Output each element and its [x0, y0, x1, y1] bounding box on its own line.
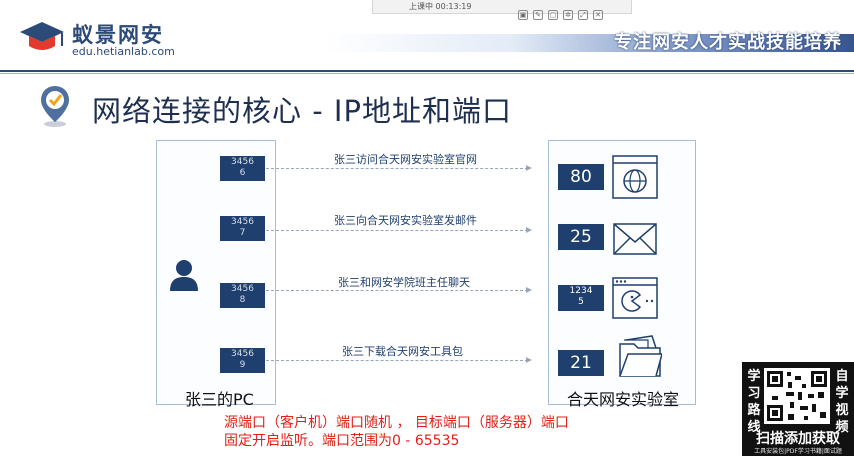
source-port-line2: 9 — [239, 360, 246, 370]
connection-message: 张三和网安学院班主任聊天 — [338, 276, 470, 289]
source-port-badge: 3456 7 — [220, 216, 265, 241]
header-divider — [0, 70, 854, 72]
gear-icon[interactable]: ✲ — [563, 10, 573, 20]
source-port-badge: 3456 9 — [220, 348, 265, 373]
graduation-cap-logo-icon — [20, 22, 64, 50]
dest-port-line1: 1234 — [569, 286, 593, 296]
source-port-line1: 3456 — [231, 349, 254, 359]
source-port-line2: 8 — [239, 295, 246, 305]
dest-port-line2: 5 — [578, 297, 584, 307]
source-port-line1: 3456 — [231, 217, 254, 227]
qr-promo-panel[interactable]: 学习路线 自学视频 扫描添加获取 工具安装包|PDF学习书籍|面试题 — [742, 362, 854, 456]
brand-name: 蚁景网安 — [72, 23, 164, 47]
qr-code-icon — [764, 368, 830, 424]
connection-arrow — [266, 165, 532, 171]
note-line-1: 源端口（客户机）端口随机 ， 目标端口（服务器）端口 — [224, 415, 569, 431]
header-divider-thin — [0, 73, 854, 74]
promo-sub: 工具安装包|PDF学习书籍|面试题 — [754, 448, 842, 455]
note-line-2: 固定开启监听。端口范围为0 - 65535 — [224, 433, 460, 449]
location-pin-icon — [41, 86, 69, 127]
connection-arrow — [266, 227, 532, 233]
expand-icon[interactable]: ⤢ — [578, 10, 588, 20]
target-box-label: 合天网安实验室 — [567, 390, 680, 409]
dest-port-badge: 21 — [558, 350, 604, 376]
chat-app-icon — [612, 277, 658, 319]
source-port-line1: 3456 — [231, 157, 254, 167]
promo-right-text: 自学视频 — [835, 369, 849, 435]
globe-icon — [612, 155, 658, 199]
connection-message: 张三下载合天网安工具包 — [342, 345, 463, 358]
connection-arrow — [266, 287, 532, 293]
brand-url: edu.hetianlab.com — [72, 45, 175, 58]
dest-port-badge: 1234 5 — [558, 285, 604, 311]
chat-icon[interactable]: ▢ — [548, 10, 558, 20]
close-icon[interactable]: ✕ — [593, 10, 603, 20]
connection-message: 张三向合天网安实验室发邮件 — [334, 214, 477, 227]
source-port-line2: 7 — [239, 228, 246, 238]
folder-icon — [619, 335, 662, 377]
slide-title: 网络连接的核心 - IP地址和端口 — [92, 94, 512, 128]
mail-icon — [613, 223, 657, 255]
source-port-line1: 3456 — [231, 284, 254, 294]
user-avatar-icon — [170, 260, 198, 291]
player-controls: ▣ ✎ ▢ ✲ ⤢ ✕ — [518, 10, 603, 20]
source-port-badge: 3456 6 — [220, 156, 265, 181]
pen-icon[interactable]: ✎ — [533, 10, 543, 20]
source-port-badge: 3456 8 — [220, 283, 265, 308]
player-caption: 上课中 00:13:19 — [409, 2, 472, 11]
connection-arrow — [266, 357, 532, 363]
source-box-label: 张三的PC — [185, 390, 254, 409]
dest-port-badge: 25 — [558, 224, 604, 250]
connection-message: 张三访问合天网安实验室官网 — [334, 153, 477, 166]
promo-cta: 扫描添加获取 — [756, 431, 840, 447]
tagline: 专注网安人才实战技能培养 — [614, 32, 842, 53]
promo-left-text: 学习路线 — [747, 369, 761, 435]
source-port-line2: 6 — [239, 168, 246, 178]
camera-icon[interactable]: ▣ — [518, 10, 528, 20]
banner-strip — [0, 34, 854, 52]
dest-port-badge: 80 — [558, 164, 604, 190]
